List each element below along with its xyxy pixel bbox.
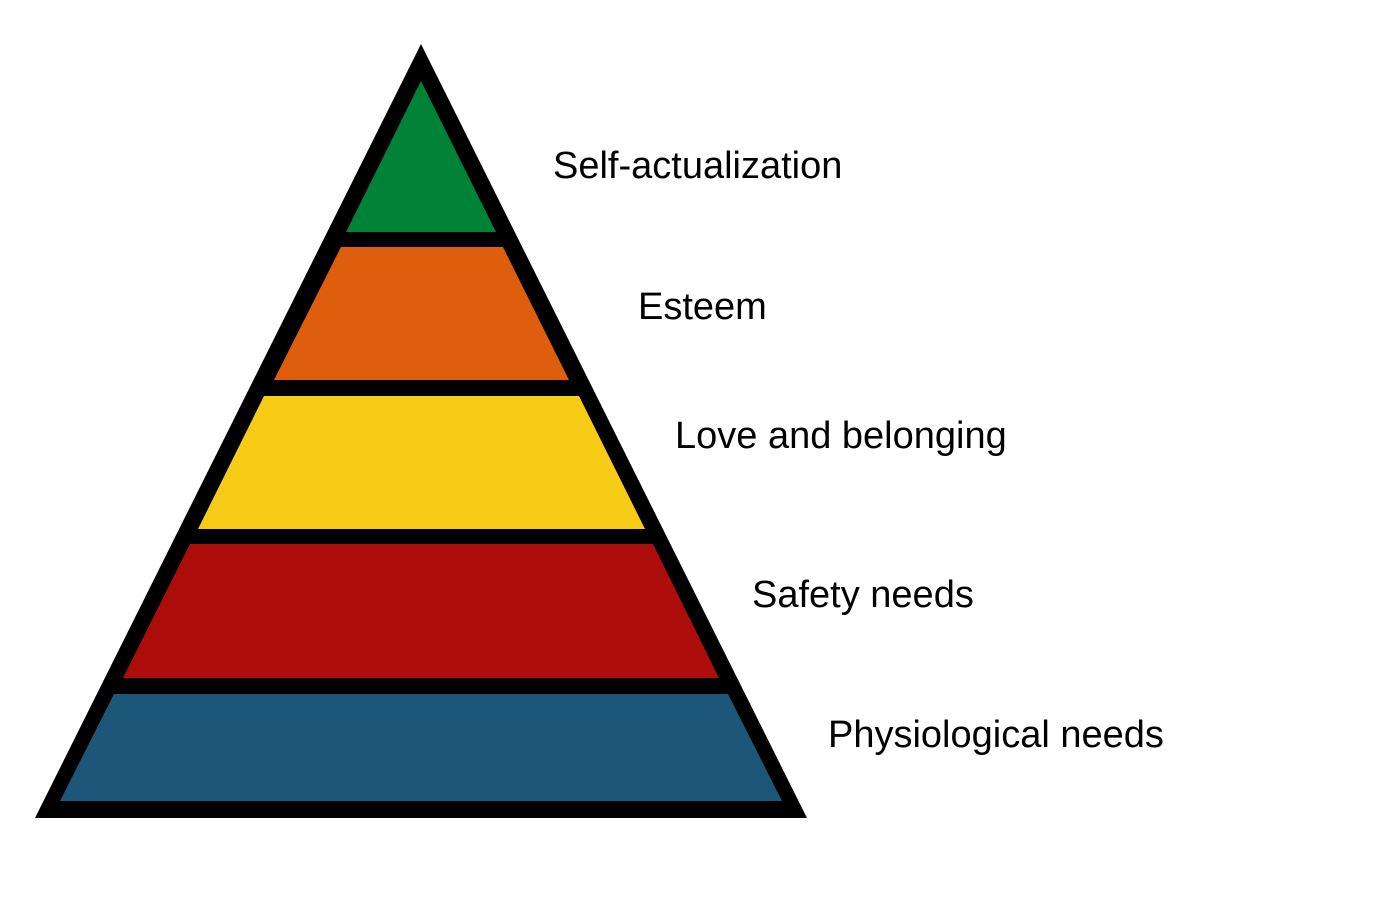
tier-physiological-needs — [60, 694, 782, 801]
label-self-actualization: Self-actualization — [553, 145, 842, 187]
label-esteem: Esteem — [638, 286, 767, 328]
label-love-and-belonging: Love and belonging — [675, 415, 1007, 457]
label-safety-needs: Safety needs — [752, 574, 974, 616]
tier-esteem — [274, 247, 569, 380]
tier-love-and-belonging — [198, 396, 645, 529]
tier-self-actualization — [346, 81, 496, 232]
tier-safety-needs — [123, 544, 719, 678]
label-physiological-needs: Physiological needs — [828, 714, 1164, 756]
